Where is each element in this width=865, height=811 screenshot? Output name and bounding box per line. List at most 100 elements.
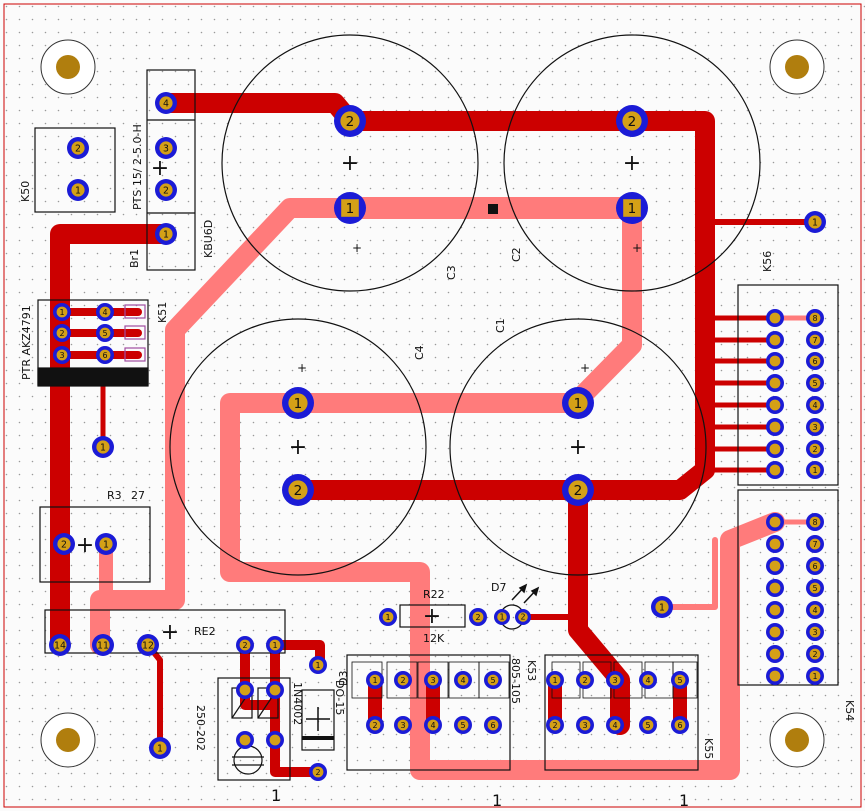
br1-pad-number: 4	[163, 99, 169, 110]
r3-pad-number: 1	[103, 540, 109, 551]
k54-pad	[766, 557, 784, 575]
k51-pad-number: 3	[59, 351, 64, 360]
k54-pad: 4	[806, 601, 824, 619]
k54-pad-number: 2	[812, 650, 817, 659]
k51-pad-number: 4	[102, 308, 107, 317]
r3-pad-number: 2	[61, 540, 67, 551]
re2-pad: 11	[92, 634, 114, 656]
k53-pad: 4	[454, 671, 472, 689]
relay-pin: 2	[236, 636, 254, 654]
label-r3-value: 27	[131, 489, 145, 502]
k56-pad: 1	[806, 461, 824, 479]
k51-pad: 5	[96, 324, 114, 342]
k53-outline	[346, 654, 511, 771]
plus-c1-small: +	[580, 361, 590, 375]
c4-pad-number: 2	[294, 483, 303, 499]
k56-pad-number: 8	[812, 314, 817, 323]
c2-pad: 1	[616, 192, 648, 224]
c3-pad-number: 1	[346, 201, 355, 217]
br1-pad: 4	[155, 92, 177, 114]
k56-pad	[766, 374, 784, 392]
vias	[488, 204, 498, 214]
c2-outline	[503, 34, 761, 292]
k54-side-pad-number: 1	[659, 603, 665, 614]
plus-c4: +	[289, 435, 307, 460]
one-mark-2: 1	[492, 791, 502, 810]
r22-pad-number: 1	[385, 613, 390, 622]
k54-pad: 3	[806, 623, 824, 641]
br1-pad-number: 3	[163, 144, 169, 155]
k55-pad: 6	[671, 716, 689, 734]
k53-pad-number: 2	[400, 676, 405, 685]
re2-out-pad: 1	[149, 737, 171, 759]
re2-pad: 14	[49, 634, 71, 656]
k53-pad-number: 1	[372, 676, 377, 685]
k55-pad-number: 3	[612, 676, 617, 685]
k54-pad: 5	[806, 579, 824, 597]
k54-pad	[766, 579, 784, 597]
label-br1: Br1	[128, 249, 141, 268]
plus-re2: +	[161, 620, 179, 645]
c3-pad-number: 2	[346, 114, 355, 130]
relay-pin: 1	[266, 636, 284, 654]
relay-pin	[266, 681, 284, 699]
k51-pad: 2	[53, 324, 71, 342]
k50-pad-number: 1	[75, 186, 81, 197]
k55-outline	[544, 654, 699, 771]
k55-pad: 3	[576, 716, 594, 734]
re2-pad-number: 14	[54, 641, 66, 652]
plus-c1: +	[569, 435, 587, 460]
k56-outline	[737, 284, 839, 486]
br1-pad-number: 2	[163, 186, 169, 197]
k55-pad: 1	[546, 671, 564, 689]
k51-pad: 3	[53, 346, 71, 364]
k54-pad: 8	[806, 513, 824, 531]
k55-pad: 2	[546, 716, 564, 734]
r22-outline	[399, 604, 466, 628]
re2-pad-number: 12	[142, 641, 154, 652]
label-k51: K51	[156, 302, 169, 323]
k55-pad-number: 4	[612, 721, 617, 730]
d7-arrows	[511, 583, 540, 604]
re2-out-pad-number: 1	[157, 744, 163, 755]
d7-pad-number: 1	[499, 613, 504, 622]
d3-pad: 2	[309, 763, 327, 781]
k51-pad: 4	[96, 303, 114, 321]
k53-pad: 5	[484, 671, 502, 689]
k56-pad-number: 5	[812, 379, 817, 388]
k55-pad: 2	[576, 671, 594, 689]
r3-outline	[39, 506, 151, 583]
k53-pad-number: 2	[372, 721, 377, 730]
label-d3: D3	[337, 671, 350, 686]
k54-pad	[766, 645, 784, 663]
r3-pad: 1	[95, 533, 117, 555]
k54-pad	[766, 601, 784, 619]
k54-side-pad: 1	[651, 596, 673, 618]
one-mark-1: 1	[271, 786, 281, 805]
k54-pad	[766, 535, 784, 553]
k56-pad: 2	[806, 440, 824, 458]
k53-pad: 6	[484, 716, 502, 734]
k53-pad: 5	[454, 716, 472, 734]
k56-pad: 7	[806, 331, 824, 349]
label-k56: K56	[761, 251, 774, 272]
plus-c2-small: +	[632, 241, 642, 255]
label-re2: RE2	[194, 625, 216, 638]
k51-pad-number: 5	[102, 329, 107, 338]
k54-pad-number: 3	[812, 628, 817, 637]
k51-pad-number: 1	[59, 308, 64, 317]
k54-pad	[766, 623, 784, 641]
label-r22: R22	[423, 588, 445, 601]
k56-pad: 8	[806, 309, 824, 327]
label-bridge-model: KBU6D	[202, 220, 215, 258]
plus-c3: +	[341, 151, 359, 176]
mounting-holes	[40, 39, 825, 768]
label-bridge-type: PTS 15/ 2-5.0-H	[131, 124, 144, 210]
k56-pad	[766, 352, 784, 370]
k51-bar	[37, 367, 149, 387]
label-r3: R3	[107, 489, 122, 502]
k55-pad-number: 4	[645, 676, 650, 685]
k55-pad: 4	[606, 716, 624, 734]
k51-test-pad: 1	[92, 436, 114, 458]
k54-pad-number: 4	[812, 606, 817, 615]
